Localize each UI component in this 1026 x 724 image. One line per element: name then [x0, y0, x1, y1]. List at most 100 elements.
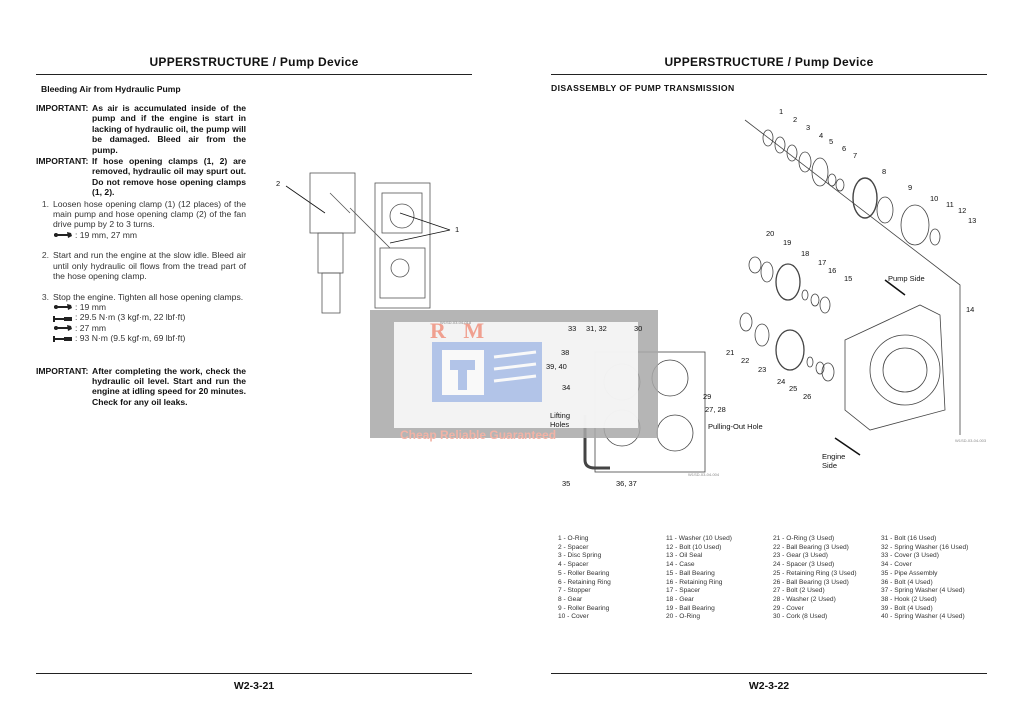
- parts-list-item: 39 - Bolt (4 Used): [881, 604, 933, 612]
- callout-label: 35: [562, 479, 571, 488]
- callout-label: 38: [561, 348, 570, 357]
- torque-wrench-icon: [53, 314, 73, 322]
- right-page-header: UPPERSTRUCTURE / Pump Device: [664, 55, 874, 69]
- callout-label: 36, 37: [616, 479, 637, 488]
- step-text: Stop the engine. Tighten all hose openin…: [53, 291, 244, 302]
- parts-list-item: 26 - Ball Bearing (3 Used): [773, 578, 849, 586]
- parts-list-item: 12 - Bolt (10 Used): [666, 543, 722, 551]
- parts-list-item: 29 - Cover: [773, 604, 804, 612]
- callout-label: 7: [853, 151, 858, 160]
- torque-spec: : 29.5 N·m (3 kgf·m, 22 lbf·ft): [36, 312, 246, 322]
- important-note-2: IMPORTANT:If hose opening clamps (1, 2) …: [36, 156, 246, 198]
- important-note-1: IMPORTANT:As air is accumulated inside o…: [36, 103, 246, 155]
- callout-label: 10: [930, 194, 939, 203]
- parts-list-item: 24 - Spacer (3 Used): [773, 561, 835, 569]
- callout-label: Lifting Holes: [550, 411, 571, 429]
- wrench-icon: [53, 324, 73, 332]
- callout-label: 3: [806, 123, 811, 132]
- parts-list-item: 36 - Bolt (4 Used): [881, 578, 933, 586]
- callout-label: 39, 40: [546, 362, 567, 371]
- figure-id: W1SD-03-04-018: [440, 320, 472, 325]
- parts-list-item: 3 - Disc Spring: [558, 552, 602, 560]
- callout-label: 13: [968, 216, 977, 225]
- important-label: IMPORTANT:: [36, 365, 89, 376]
- callout-label: 18: [801, 249, 810, 258]
- important-label: IMPORTANT:: [36, 156, 89, 167]
- parts-list-item: 30 - Cork (8 Used): [773, 613, 828, 621]
- parts-column: 11 - Washer (10 Used)12 - Bolt (10 Used)…: [666, 535, 732, 622]
- callout-label: 27, 28: [705, 405, 726, 414]
- important-text: After completing the work, check the hyd…: [92, 365, 246, 407]
- callout-label: 6: [842, 144, 847, 153]
- right-header-rule: [551, 74, 987, 75]
- callout-label: 21: [726, 348, 735, 357]
- parts-list-item: 38 - Hook (2 Used): [881, 595, 937, 603]
- callout-label: 26: [803, 392, 812, 401]
- callout-label: 16: [828, 266, 837, 275]
- callout-label: 33: [568, 324, 577, 333]
- right-page-number: W2-3-22: [748, 680, 790, 692]
- torque-spec: : 93 N·m (9.5 kgf·m, 69 lbf·ft): [36, 333, 246, 343]
- important-note-3: IMPORTANT:After completing the work, che…: [36, 366, 246, 408]
- parts-list-item: 27 - Bolt (2 Used): [773, 587, 825, 595]
- parts-column: 31 - Bolt (16 Used)32 - Spring Washer (1…: [881, 535, 968, 622]
- callout-2: 2: [276, 179, 281, 188]
- step-number: 3.: [41, 291, 49, 302]
- step-number: 1.: [41, 198, 49, 209]
- parts-list-item: 40 - Spring Washer (4 Used): [881, 613, 965, 621]
- parts-list-item: 33 - Cover (3 Used): [881, 552, 939, 560]
- parts-list-item: 16 - Retaining Ring: [666, 578, 723, 586]
- step-3: 3. Stop the engine. Tighten all hose open…: [36, 292, 246, 302]
- tool-spec: : 19 mm, 27 mm: [36, 230, 246, 240]
- callout-label: 5: [829, 137, 834, 146]
- parts-list-item: 15 - Ball Bearing: [666, 569, 715, 577]
- parts-list-item: 37 - Spring Washer (4 Used): [881, 587, 965, 595]
- callout-label: 25: [789, 384, 798, 393]
- tool-spec: : 27 mm: [36, 323, 246, 333]
- parts-list-item: 6 - Retaining Ring: [558, 578, 611, 586]
- parts-list-item: 1 - O-Ring: [558, 535, 589, 542]
- figure-id: W1SD-03-04-003: [955, 438, 987, 443]
- callout-label: Pump Side: [888, 274, 925, 283]
- callout-1: 1: [455, 225, 460, 234]
- parts-list-item: 19 - Ball Bearing: [666, 604, 715, 612]
- torque-wrench-icon: [53, 334, 73, 343]
- parts-list-item: 25 - Retaining Ring (3 Used): [773, 569, 857, 577]
- callout-label: 20: [766, 229, 775, 238]
- step-text: Start and run the engine at the slow idl…: [53, 250, 246, 282]
- important-label: IMPORTANT:: [36, 103, 89, 113]
- step-number: 2.: [41, 250, 49, 261]
- important-text: If hose opening clamps (1, 2) are remove…: [92, 156, 246, 198]
- torque-value: : 29.5 N·m (3 kgf·m, 22 lbf·ft): [75, 312, 186, 323]
- parts-list-item: 20 - O-Ring: [666, 613, 701, 621]
- left-header-rule: [36, 74, 472, 75]
- callout-label: 11: [946, 200, 954, 209]
- parts-list-item: 10 - Cover: [558, 613, 589, 621]
- callout-label: 4: [819, 131, 824, 140]
- left-body-text: IMPORTANT:As air is accumulated inside o…: [36, 103, 246, 408]
- exploded-view-diagram: [583, 119, 961, 473]
- parts-list-item: 34 - Cover: [881, 561, 912, 569]
- left-footer-rule: [36, 673, 472, 674]
- tool-spec: : 19 mm: [36, 302, 246, 312]
- parts-list-item: 7 - Stopper: [558, 587, 591, 595]
- watermark-logo-icon: [432, 342, 542, 402]
- parts-list-item: 21 - O-Ring (3 Used): [773, 535, 835, 542]
- torque-value: : 93 N·m (9.5 kgf·m, 69 lbf·ft): [75, 333, 186, 344]
- left-page-number: W2-3-21: [233, 680, 275, 692]
- parts-list-item: 11 - Washer (10 Used): [666, 535, 732, 542]
- callout-label: 24: [777, 377, 786, 386]
- parts-list-item: 13 - Oil Seal: [666, 552, 703, 560]
- parts-list-item: 35 - Pipe Assembly: [881, 569, 938, 577]
- parts-list-item: 5 - Roller Bearing: [558, 569, 610, 577]
- right-section-title: DISASSEMBLY OF PUMP TRANSMISSION: [551, 83, 735, 93]
- tool-size: : 19 mm: [75, 301, 107, 312]
- callout-label: 2: [793, 115, 798, 124]
- pump-illustration: [285, 172, 451, 314]
- parts-list-item: 9 - Roller Bearing: [558, 604, 610, 612]
- parts-list-item: 17 - Spacer: [666, 587, 701, 595]
- callout-label: 23: [758, 365, 767, 374]
- callout-label: 9: [908, 183, 913, 192]
- callout-label: 30: [634, 324, 643, 333]
- wrench-icon: [53, 303, 73, 311]
